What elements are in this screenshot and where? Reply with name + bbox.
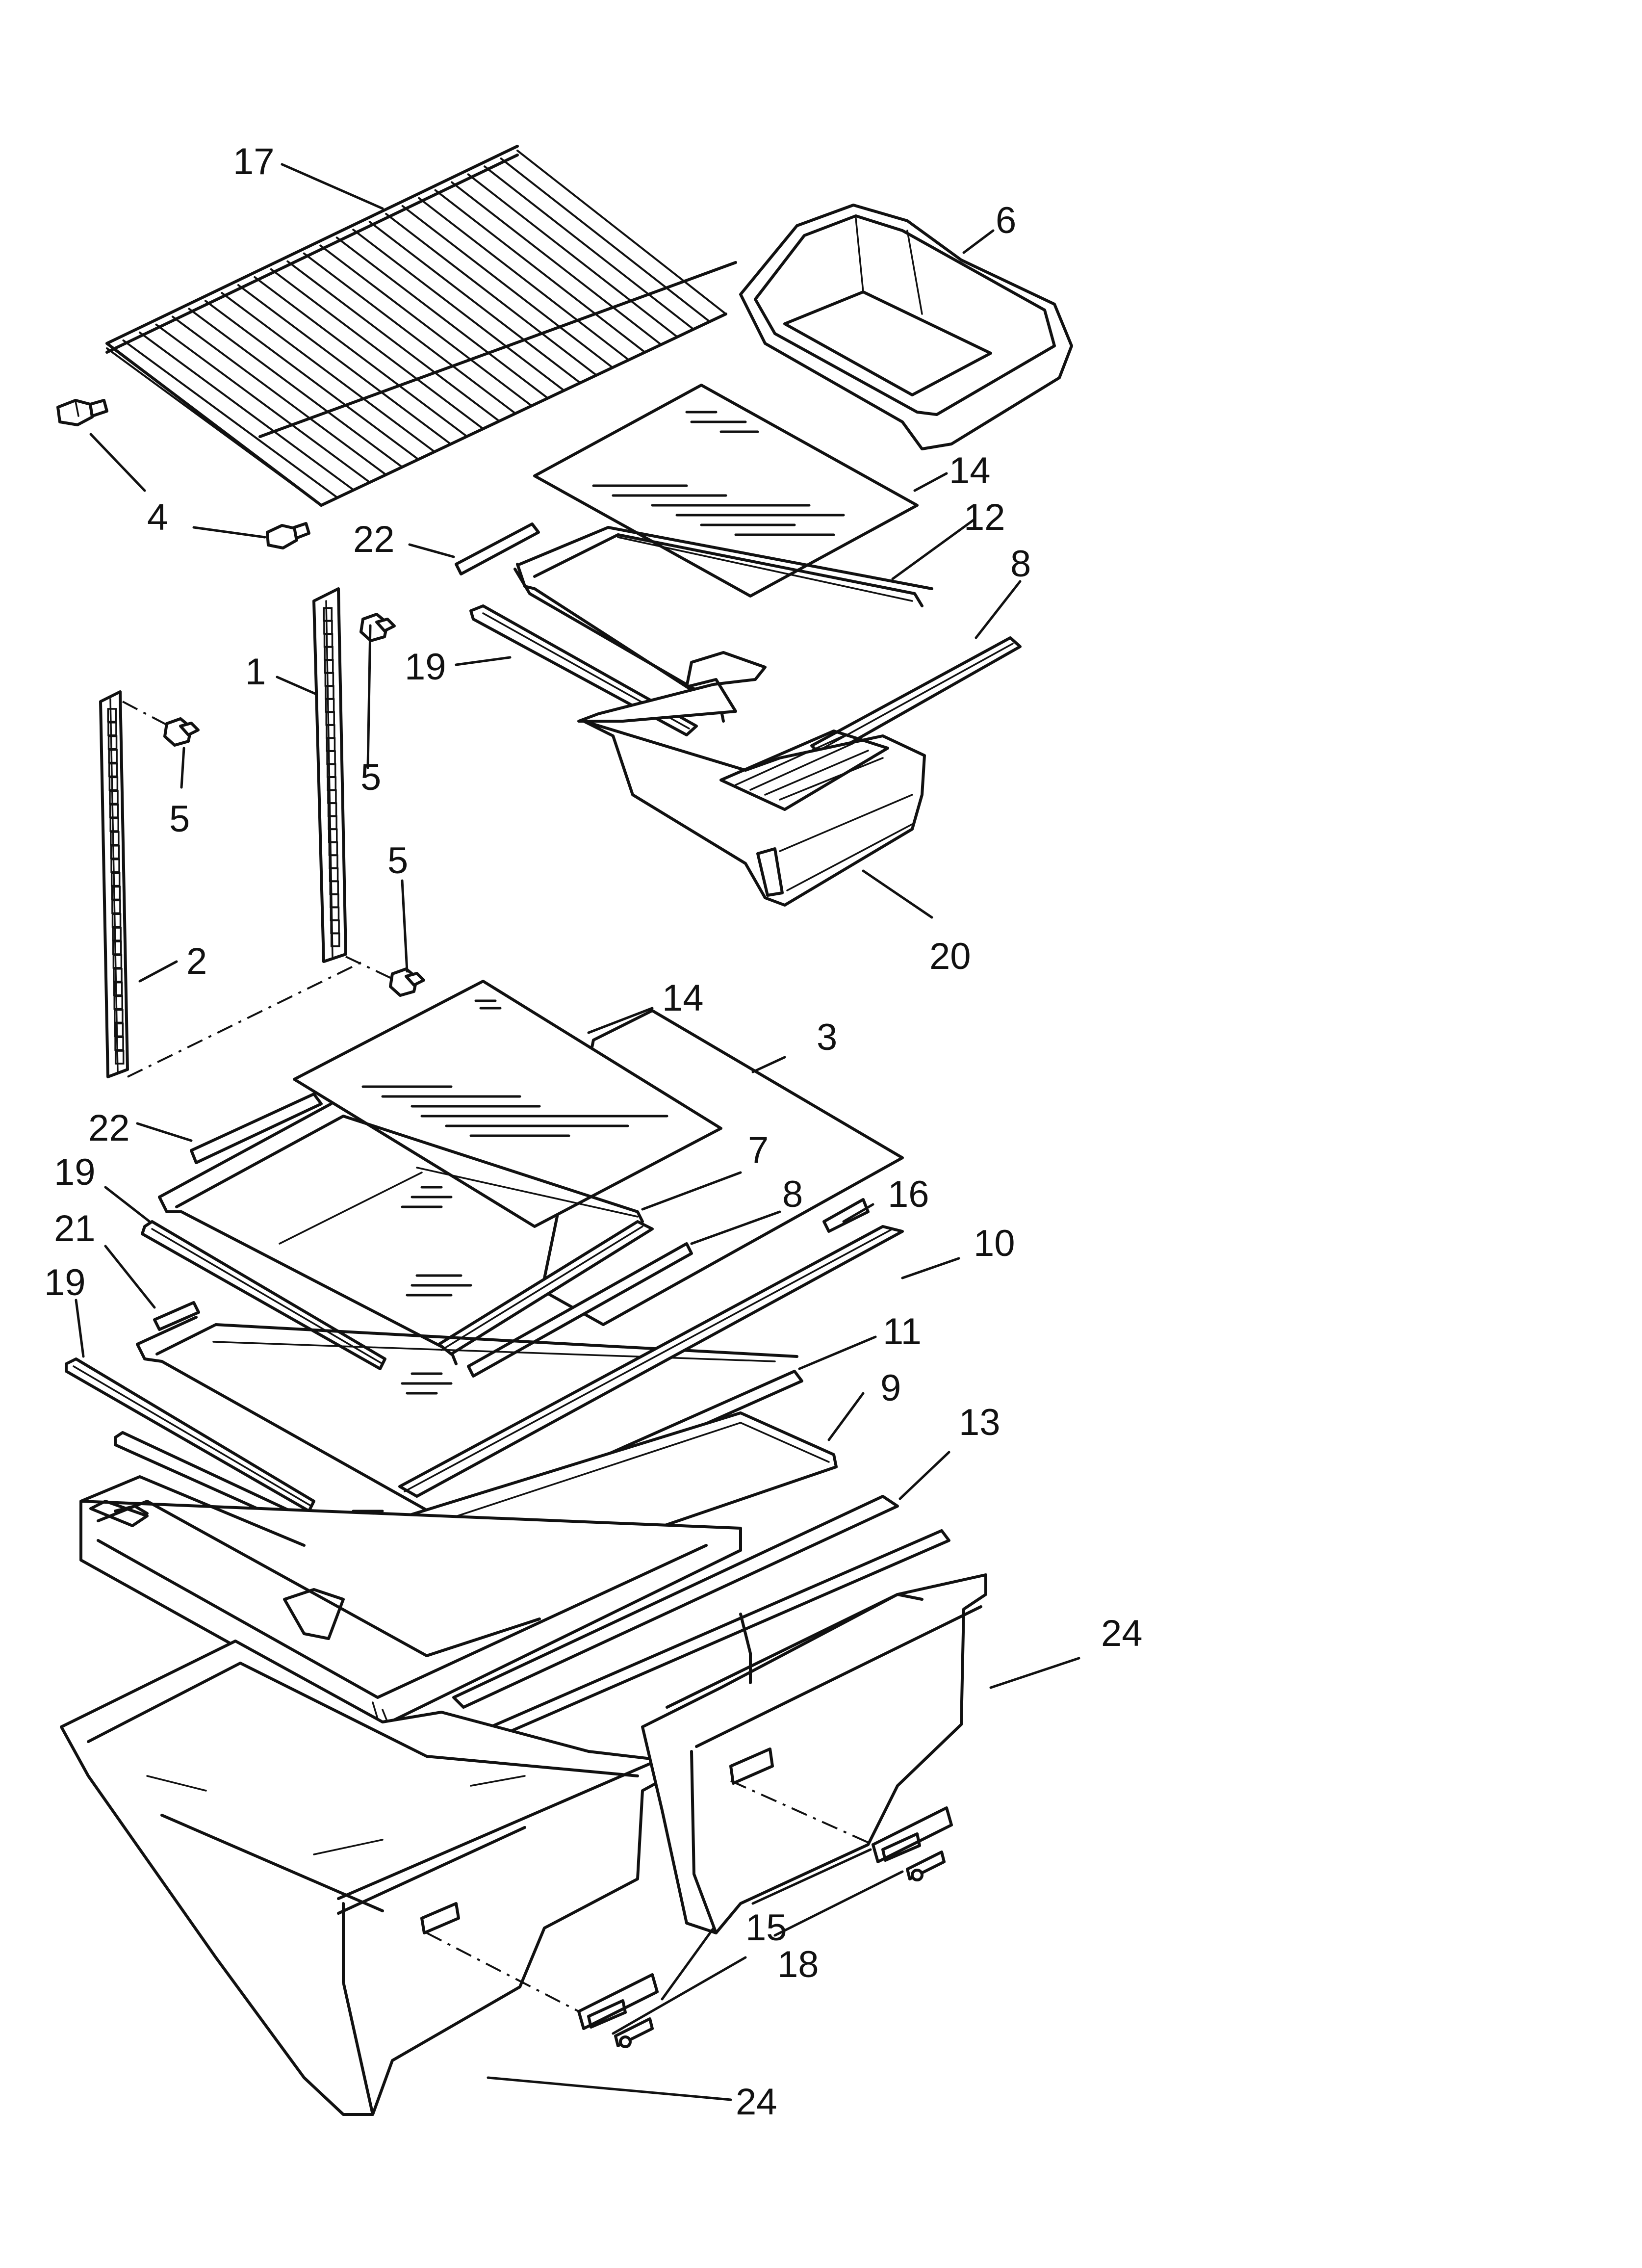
callout-21: 21 — [54, 1208, 96, 1250]
shelf-rail-19-lower — [65, 1357, 315, 1512]
wire-shelf — [105, 145, 737, 507]
callout-5-left: 5 — [169, 798, 190, 840]
drawer-stop-right — [906, 1851, 946, 1881]
deli-bin — [739, 204, 1073, 450]
crisper-drawer-right — [641, 1573, 987, 1934]
callout-16: 16 — [888, 1173, 929, 1215]
shelf-rail-8-lower — [467, 1242, 693, 1378]
shelf-pin-right — [266, 522, 310, 549]
callout-19-lower: 19 — [44, 1262, 86, 1303]
callout-9: 9 — [880, 1367, 901, 1409]
callout-24-right: 24 — [1101, 1613, 1143, 1654]
shelf-rail-16 — [822, 1198, 870, 1233]
callout-20: 20 — [929, 936, 971, 977]
screw-a — [163, 717, 200, 747]
screw-b — [359, 613, 396, 642]
callout-24-bottom: 24 — [736, 2081, 777, 2123]
callout-11: 11 — [883, 1311, 922, 1353]
callout-12: 12 — [964, 496, 1005, 538]
callout-5-bottom: 5 — [387, 840, 408, 882]
crisper-frame — [79, 1475, 742, 1728]
glass-shelf-lower — [293, 980, 722, 1228]
shelf-trim-upper — [455, 522, 540, 575]
callout-19-middle: 19 — [54, 1151, 96, 1193]
glass-glare-middle — [401, 1186, 472, 1297]
drawer-slide-left — [577, 1973, 659, 2030]
shelf-ladder-left — [99, 690, 129, 1078]
callout-3: 3 — [817, 1017, 837, 1058]
shelf-ladder-right — [312, 587, 347, 963]
leader-lines — [75, 163, 1080, 2101]
screw-c — [389, 967, 425, 997]
callout-labels: 17 6 14 12 8 22 4 19 1 5 5 5 2 20 14 3 2… — [44, 141, 1143, 2123]
callout-19-upper: 19 — [405, 646, 446, 688]
shelf-trim-lower — [190, 1093, 323, 1164]
callout-6: 6 — [996, 200, 1016, 241]
callout-1: 1 — [245, 651, 266, 693]
drawer-stop-left — [614, 2017, 654, 2048]
callout-8-upper: 8 — [1010, 543, 1031, 585]
callout-14-lower: 14 — [662, 977, 704, 1019]
callout-17: 17 — [233, 141, 275, 182]
drawer-slide-right — [872, 1806, 953, 1863]
callout-2: 2 — [186, 940, 207, 982]
callout-7: 7 — [748, 1129, 769, 1171]
callout-8-lower: 8 — [782, 1173, 803, 1215]
shelf-frame-middle — [158, 1102, 644, 1365]
callout-22-upper: 22 — [353, 519, 395, 560]
callout-4: 4 — [147, 496, 168, 538]
glass-glare-lower — [401, 1372, 453, 1395]
crisper-drawer-left — [60, 1640, 673, 2116]
glass-shelf-upper — [533, 384, 919, 598]
shelf-pin-left — [56, 399, 108, 426]
callout-13: 13 — [959, 1402, 1001, 1443]
shelf-rail-10 — [398, 1225, 904, 1498]
meat-drawer — [577, 651, 926, 907]
callout-14-upper: 14 — [949, 450, 991, 492]
shelf-frame-lower — [136, 1316, 798, 1520]
callout-10: 10 — [974, 1223, 1015, 1264]
callout-18: 18 — [777, 1944, 819, 1985]
callout-22-lower: 22 — [88, 1107, 130, 1149]
shelf-rail-21 — [153, 1301, 200, 1331]
callout-5-top: 5 — [360, 756, 381, 798]
callout-15: 15 — [745, 1907, 787, 1949]
shelf-trim-front-upper — [810, 636, 1022, 759]
